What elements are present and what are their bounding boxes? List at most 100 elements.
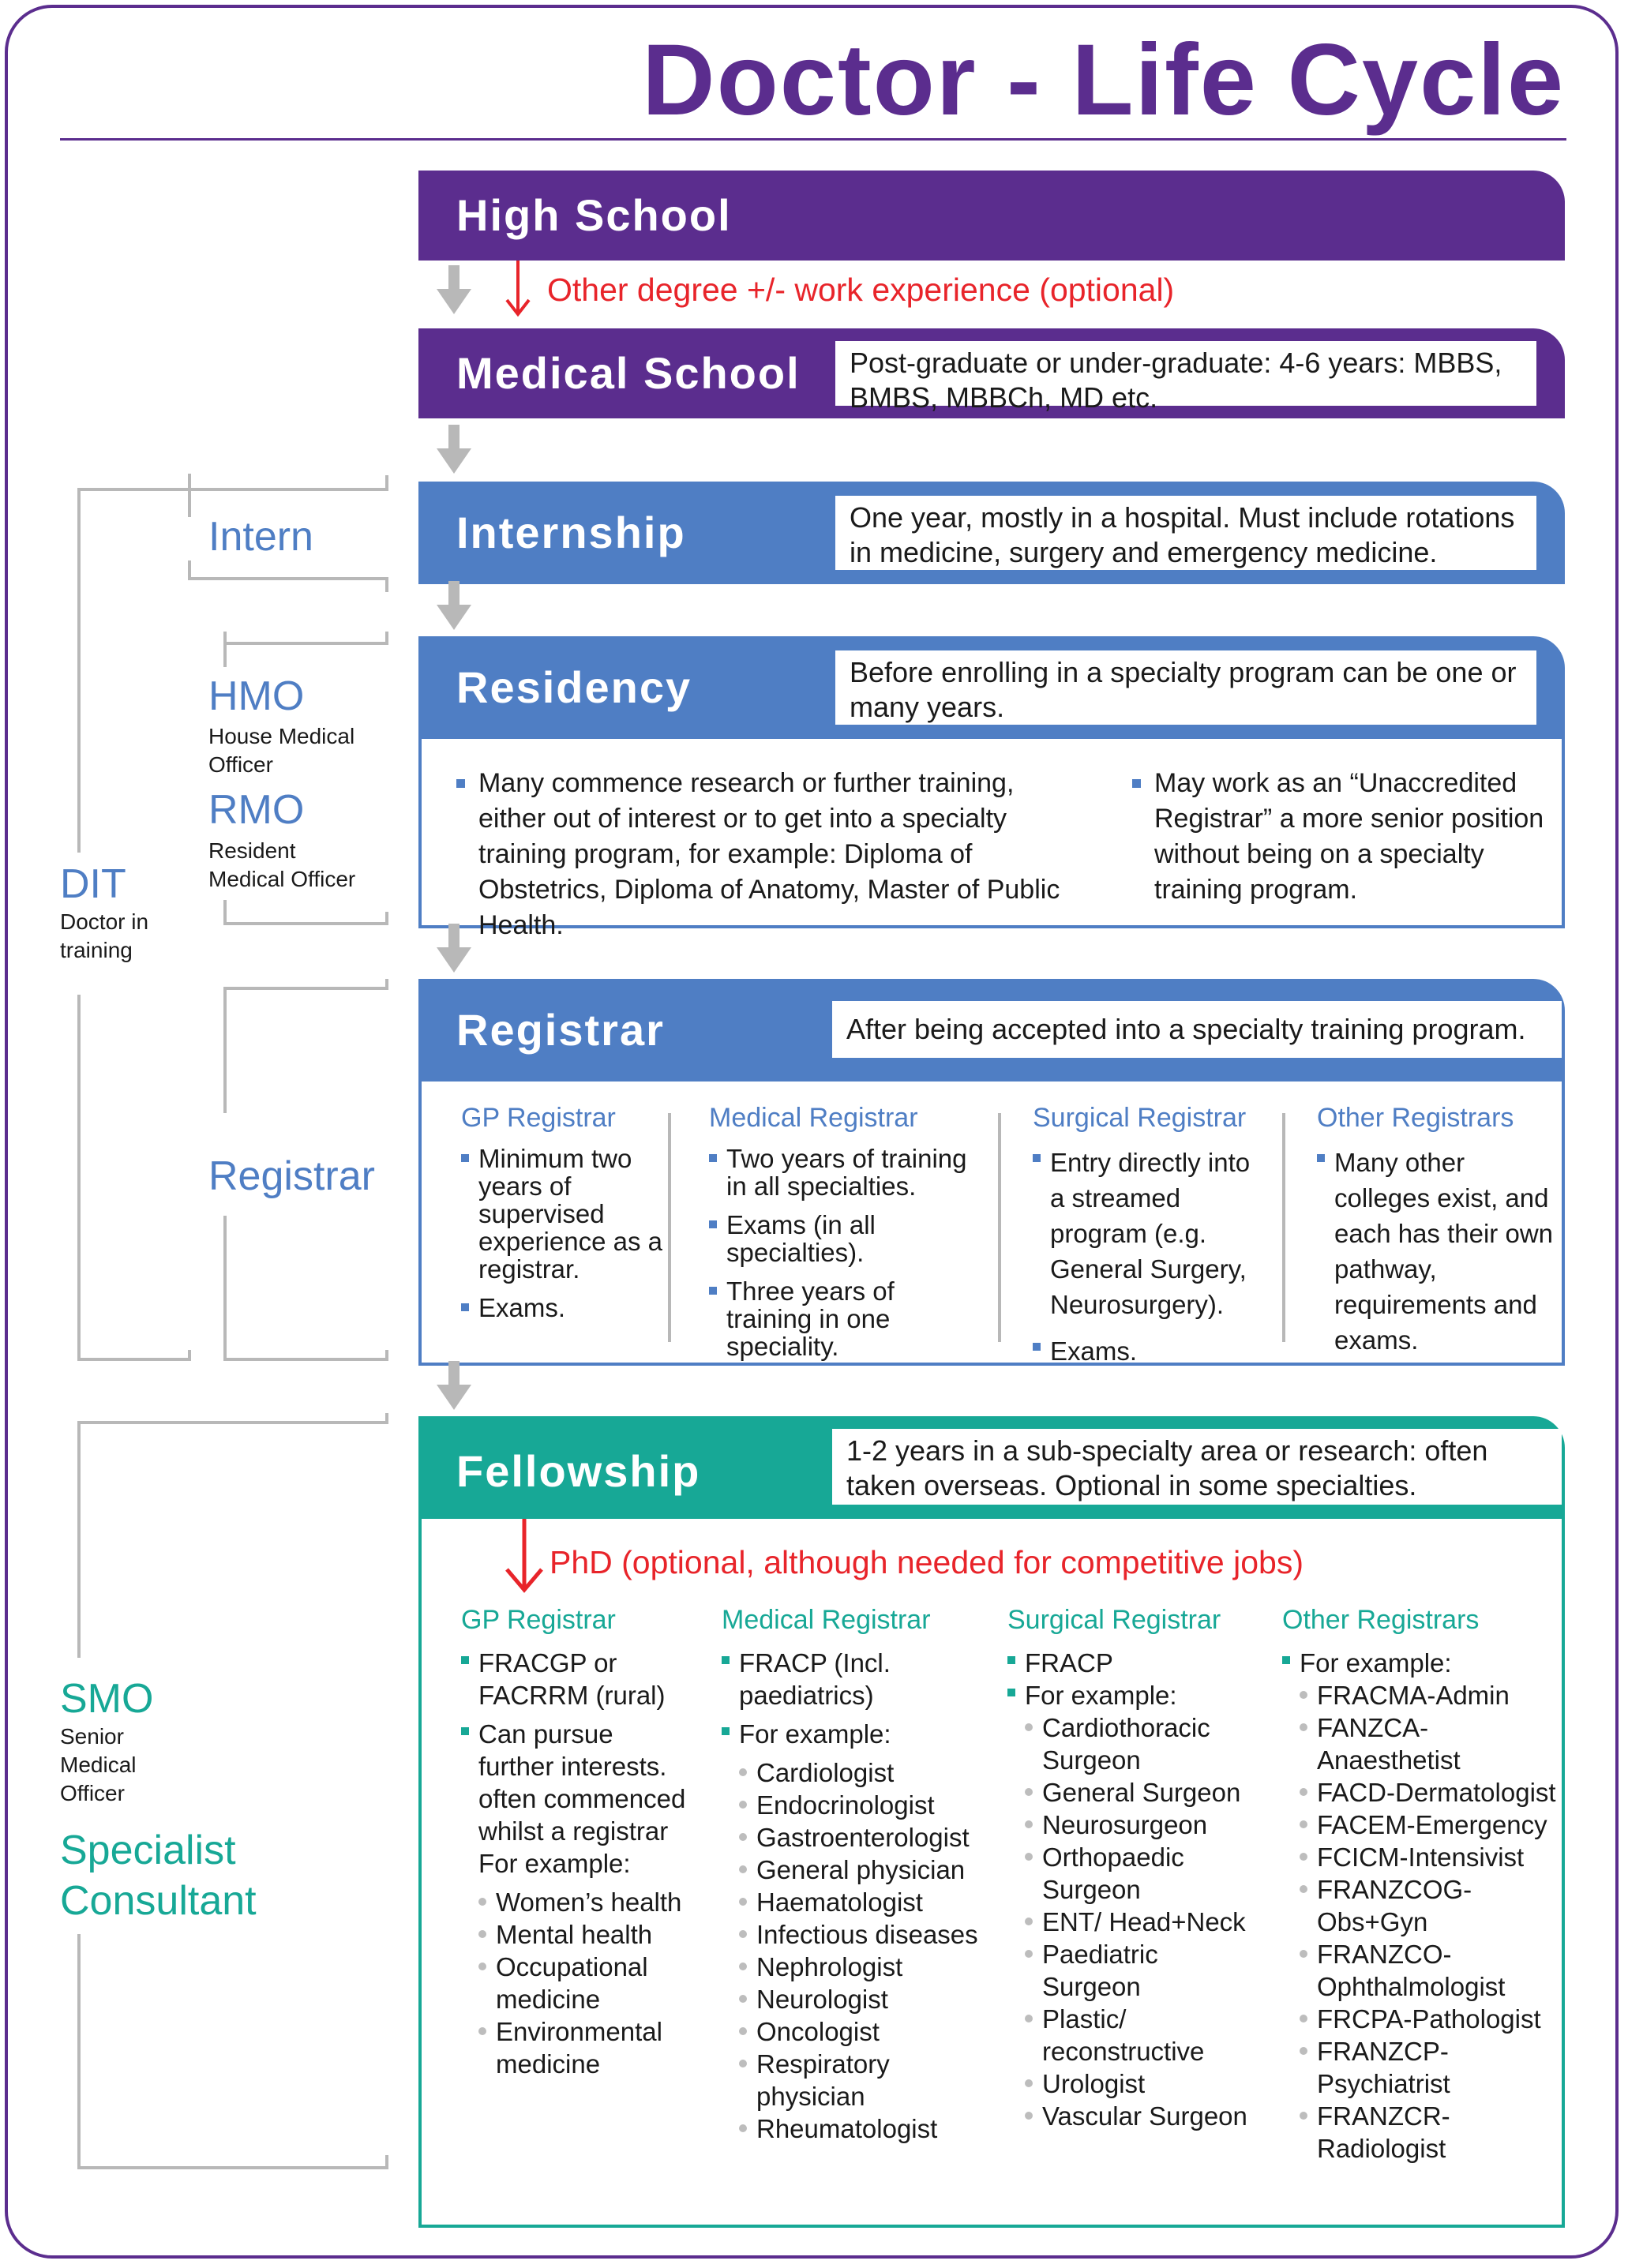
stage-registrar: Registrar After being accepted into a sp… [418, 979, 1565, 1082]
column-divider [1282, 1113, 1285, 1342]
list-item: Neurologist [739, 1983, 990, 2015]
list-item: General physician [739, 1854, 990, 1886]
red-down-arrow-icon [505, 1519, 543, 1593]
list-item: Mental health [478, 1918, 690, 1951]
side-brackets [77, 474, 388, 2169]
list-item: Plastic/ reconstructive [1025, 2003, 1260, 2067]
registrar-col-surgical: Surgical Registrar Entry directly into a… [1033, 1100, 1270, 1380]
phd-label: PhD (optional, although needed for compe… [550, 1544, 1304, 1580]
list-item: FACD-Dermatologist [1300, 1776, 1559, 1809]
list-item: Neurosurgeon [1025, 1809, 1260, 1841]
list-item: FRANZCP-Psychiatrist [1300, 2035, 1559, 2100]
stage-title: Residency [456, 662, 692, 712]
list-item: FRCPA-Pathologist [1300, 2003, 1559, 2035]
list-item: FACEM-Emergency [1300, 1809, 1559, 1841]
down-arrow-icon [437, 581, 471, 630]
col-heading: Medical Registrar [709, 1103, 918, 1133]
list-item: Cardiologist [739, 1756, 990, 1789]
stage-title: Fellowship [456, 1446, 701, 1496]
column-divider [998, 1113, 1001, 1342]
label-smo-sub: Senior Medical Officer [60, 1724, 137, 1805]
stage-title: High School [456, 190, 732, 240]
label-hmo-sub: House Medical Officer [208, 724, 355, 777]
col-heading: GP Registrar [461, 1103, 616, 1133]
list-item: Exams (in all specialties). [709, 1211, 985, 1266]
other-degree-label: Other degree +/- work experience (option… [547, 272, 1175, 308]
list-item: FANZCA-Anaesthetist [1300, 1711, 1559, 1776]
list-item: Haematologist [739, 1886, 990, 1918]
red-down-arrow-icon [505, 261, 531, 317]
stage-medical-school: Medical School Post-graduate or under-gr… [418, 328, 1565, 418]
list-item: FRANZCR-Radiologist [1300, 2100, 1559, 2165]
registrar-details: GP Registrar Minimum two years of superv… [418, 1082, 1565, 1366]
col-heading: GP Registrar [461, 1605, 616, 1635]
label-hmo: HMO [208, 673, 305, 719]
list-item: Nephrologist [739, 1951, 990, 1983]
list-item: Many commence research or further traini… [456, 766, 1064, 943]
residency-bullets-left: Many commence research or further traini… [456, 766, 1064, 943]
label-smo: SMO [60, 1676, 154, 1722]
fellowship-col-gp: GP Registrar FRACGP or FACRRM (rural) Ca… [461, 1603, 690, 2080]
label-dit: DIT [60, 861, 126, 907]
label-intern: Intern [208, 514, 313, 560]
list-item: Minimum two years of supervised experien… [461, 1145, 674, 1283]
list-item: Paediatric Surgeon [1025, 1938, 1260, 2003]
column-divider [668, 1113, 671, 1342]
label-rmo-sub: Resident Medical Officer [208, 838, 356, 891]
stage-high-school: High School [418, 171, 1565, 261]
fellowship-col-other: Other Registrars For example: FRACMA-Adm… [1282, 1603, 1559, 2165]
page-frame [5, 5, 1619, 2259]
list-item: Endocrinologist [739, 1789, 990, 1821]
registrar-col-other: Other Registrars Many other colleges exi… [1317, 1100, 1562, 1369]
list-item: For example: [1007, 1679, 1260, 1711]
list-item: FRACP [1007, 1647, 1260, 1679]
stage-fellowship: Fellowship 1-2 years in a sub-specialty … [418, 1416, 1565, 1519]
col-heading: Surgical Registrar [1007, 1605, 1221, 1635]
list-item: Oncologist [739, 2015, 990, 2048]
stage-title: Medical School [456, 348, 801, 398]
col-heading: Medical Registrar [722, 1605, 931, 1635]
down-arrow-icon [437, 265, 471, 314]
stage-note: One year, mostly in a hospital. Must inc… [835, 496, 1536, 570]
list-item: Three years of training in one specialit… [709, 1277, 985, 1360]
residency-details: Many commence research or further traini… [418, 739, 1565, 940]
stage-title: Internship [456, 508, 686, 557]
list-item: FRANZCOG-Obs+Gyn [1300, 1873, 1559, 1938]
label-specialist: Specialist Consultant [60, 1828, 257, 1924]
stage-note: Post-graduate or under-graduate: 4-6 yea… [835, 341, 1536, 414]
list-item: FRACGP or FACRRM (rural) [461, 1647, 690, 1711]
label-registrar: Registrar [208, 1153, 375, 1199]
list-item: Entry directly into a streamed program (… [1033, 1145, 1270, 1322]
col-heading: Other Registrars [1282, 1605, 1480, 1635]
list-item: For example: [722, 1718, 990, 1750]
col-heading: Surgical Registrar [1033, 1103, 1247, 1133]
residency-bullets-right: May work as an “Unaccredited Registrar” … [1132, 766, 1551, 908]
list-item: ENT/ Head+Neck [1025, 1906, 1260, 1938]
label-dit-sub: Doctor in training [60, 909, 149, 962]
stage-title: Registrar [456, 1005, 665, 1055]
stage-internship: Internship One year, mostly in a hospita… [418, 482, 1565, 584]
list-item: Women’s health [478, 1886, 690, 1918]
fellowship-details: PhD (optional, although needed for compe… [418, 1519, 1565, 2228]
list-item: May work as an “Unaccredited Registrar” … [1132, 766, 1551, 908]
list-item: General Surgeon [1025, 1776, 1260, 1809]
list-item: Vascular Surgeon [1025, 2100, 1260, 2132]
list-item: Cardiothoracic Surgeon [1025, 1711, 1260, 1776]
list-item: Rheumatologist [739, 2112, 990, 2145]
stage-note: 1-2 years in a sub-specialty area or res… [832, 1429, 1562, 1505]
list-item: FRACMA-Admin [1300, 1679, 1559, 1711]
down-arrow-icon [437, 425, 471, 474]
list-item: Respiratory physician [739, 2048, 990, 2112]
list-item: FRANZCO-Ophthalmologist [1300, 1938, 1559, 2003]
stage-note: Before enrolling in a specialty program … [835, 650, 1536, 725]
list-item: Environmental medicine [478, 2015, 690, 2080]
list-item: Two years of training in all specialties… [709, 1145, 985, 1200]
list-item: Can pursue further interests. often comm… [461, 1718, 690, 1880]
list-item: Many other colleges exist, and each has … [1317, 1145, 1562, 1358]
label-rmo: RMO [208, 787, 305, 833]
list-item: Gastroenterologist [739, 1821, 990, 1854]
stage-residency: Residency Before enrolling in a specialt… [418, 636, 1565, 739]
fellowship-col-surgical: Surgical Registrar FRACP For example: Ca… [1007, 1603, 1260, 2132]
list-item: For example: [1282, 1647, 1559, 1679]
list-item: Exams. [1033, 1333, 1270, 1369]
